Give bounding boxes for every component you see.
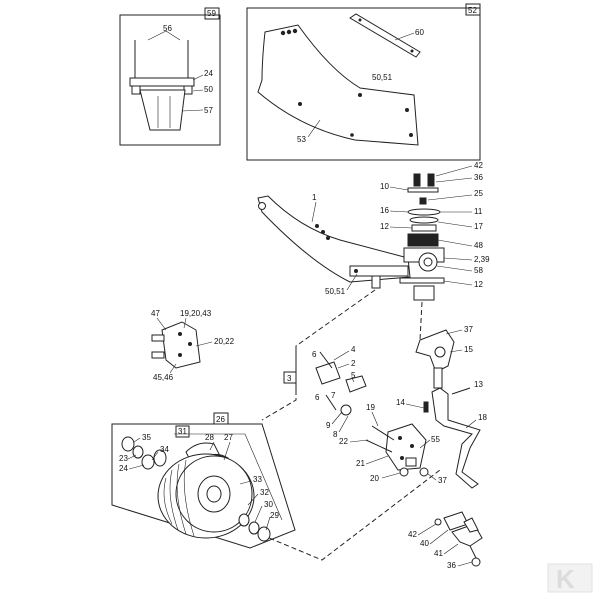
label-19-20-43: 19,20,43 xyxy=(180,309,212,318)
label-40: 40 xyxy=(420,539,429,548)
label-23: 23 xyxy=(119,454,128,463)
label-50: 50 xyxy=(204,85,213,94)
label-30: 30 xyxy=(264,500,273,509)
mount-plate-55 xyxy=(365,423,429,477)
label-2-39: 2,39 xyxy=(474,255,490,264)
label-1: 1 xyxy=(312,193,317,202)
wheel-tyre xyxy=(157,453,255,539)
label-33: 33 xyxy=(253,475,262,484)
label-13: 13 xyxy=(474,380,483,389)
label-34: 34 xyxy=(160,445,169,454)
label-7: 7 xyxy=(331,391,336,400)
label-36-b: 36 xyxy=(447,561,456,570)
label-16: 16 xyxy=(380,206,389,215)
label-37-a: 37 xyxy=(464,325,473,334)
label-55: 55 xyxy=(431,435,440,444)
dash-link-frame-to-box3 xyxy=(295,289,376,355)
detail-box-26: 26 31 xyxy=(111,412,296,549)
label-50-51-a: 50,51 xyxy=(372,73,393,82)
label-50-51-b: 50,51 xyxy=(325,287,346,296)
label-60: 60 xyxy=(415,28,424,37)
label-9: 9 xyxy=(326,421,331,430)
label-27: 27 xyxy=(224,433,233,442)
label-2: 2 xyxy=(351,359,356,368)
label-58: 58 xyxy=(474,266,483,275)
label-41: 41 xyxy=(434,549,443,558)
label-35: 35 xyxy=(142,433,151,442)
label-5: 5 xyxy=(351,371,356,380)
label-6-b: 6 xyxy=(315,393,320,402)
label-28: 28 xyxy=(205,433,214,442)
label-15: 15 xyxy=(464,345,473,354)
brand-mark: K xyxy=(556,564,575,594)
pivot-stack xyxy=(399,173,445,301)
dash-link-box3-to-wheel xyxy=(261,390,297,421)
detail-box-52: 52 60 50,51 53 xyxy=(246,3,481,161)
dash-link-pivot-to-fork xyxy=(419,301,423,341)
label-47: 47 xyxy=(151,309,160,318)
strap-60 xyxy=(349,13,421,58)
label-56: 56 xyxy=(163,24,172,33)
brackets-40-41 xyxy=(434,511,483,567)
label-18: 18 xyxy=(478,413,487,422)
label-14: 14 xyxy=(396,398,405,407)
label-25: 25 xyxy=(474,189,483,198)
label-42-b: 42 xyxy=(408,530,417,539)
label-6-a: 6 xyxy=(312,350,317,359)
label-4: 4 xyxy=(351,345,356,354)
label-21: 21 xyxy=(356,459,365,468)
label-57: 57 xyxy=(204,106,213,115)
bracket-59 xyxy=(129,30,195,131)
label-17: 17 xyxy=(474,222,483,231)
box-label-31: 31 xyxy=(178,427,187,436)
plate-53 xyxy=(257,24,419,146)
label-19: 19 xyxy=(366,403,375,412)
bracket-47 xyxy=(151,321,201,369)
box-label-52: 52 xyxy=(468,6,477,15)
dash-link-wheel-to-axle xyxy=(261,469,441,561)
label-11: 11 xyxy=(474,207,483,216)
label-12-b: 12 xyxy=(474,280,483,289)
label-10: 10 xyxy=(380,182,389,191)
label-32: 32 xyxy=(260,488,269,497)
box-label-3: 3 xyxy=(287,374,292,383)
label-22: 22 xyxy=(339,437,348,446)
label-20-22: 20,22 xyxy=(214,337,235,346)
label-12-a: 12 xyxy=(380,222,389,231)
axle-18 xyxy=(431,387,481,489)
label-24-b: 24 xyxy=(119,464,128,473)
box-label-59: 59 xyxy=(207,9,216,18)
label-29: 29 xyxy=(270,511,279,520)
label-37-b: 37 xyxy=(438,476,447,485)
label-48: 48 xyxy=(474,241,483,250)
label-20: 20 xyxy=(370,474,379,483)
brand-logo: K xyxy=(547,563,593,594)
box-label-26: 26 xyxy=(216,415,225,424)
label-53: 53 xyxy=(297,135,306,144)
label-8: 8 xyxy=(333,430,338,439)
detail-box-59: 59 56 24 50 57 xyxy=(119,7,221,146)
main-frame-1 xyxy=(257,195,411,289)
detail-box-3: 3 xyxy=(283,350,367,416)
label-24: 24 xyxy=(204,69,213,78)
label-45-46: 45,46 xyxy=(153,373,174,382)
fork-assembly xyxy=(415,329,455,389)
label-36-a: 36 xyxy=(474,173,483,182)
label-42-a: 42 xyxy=(474,161,483,170)
